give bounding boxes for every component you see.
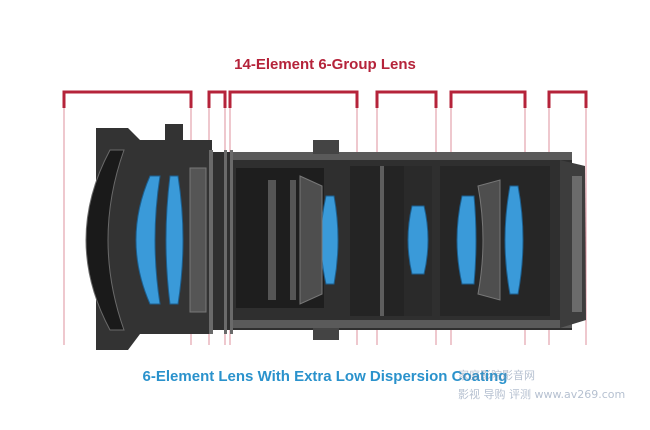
bottom-rail (232, 320, 572, 328)
lens-element-grey-1 (189, 167, 207, 313)
group-bracket-1 (62, 90, 193, 108)
lens-element-grey-2 (299, 175, 323, 305)
front-element (85, 149, 125, 331)
watermark-line-1: 家庭影院影音网 (458, 369, 535, 382)
group-bracket-5 (449, 90, 527, 108)
diagram-caption: 6-Element Lens With Extra Low Dispersion… (142, 368, 508, 385)
watermark-line-2: 影视 导购 评测 www.av269.com (458, 388, 626, 401)
lens-element-1 (135, 175, 161, 305)
group-bracket-3 (228, 90, 359, 108)
lens-element-2 (165, 175, 184, 305)
lens-element-5 (456, 195, 477, 285)
lens-element-6 (504, 185, 524, 295)
group-bracket-4 (375, 90, 438, 108)
lens-elements (135, 167, 524, 313)
lens-element-grey-3 (477, 179, 501, 301)
top-rail (232, 152, 572, 160)
group-brackets (62, 90, 588, 108)
watermark: 家庭影院影音网 影视 导购 评测 www.av269.com (458, 366, 648, 406)
lens-element-3 (320, 195, 339, 285)
top-knob (313, 140, 339, 154)
bottom-knob (313, 328, 339, 340)
rear-flange (572, 176, 582, 312)
group-bracket-2 (207, 90, 227, 108)
group-bracket-6 (547, 90, 588, 108)
diagram-heading: 14-Element 6-Group Lens (234, 56, 416, 73)
lens-element-4 (407, 205, 429, 275)
